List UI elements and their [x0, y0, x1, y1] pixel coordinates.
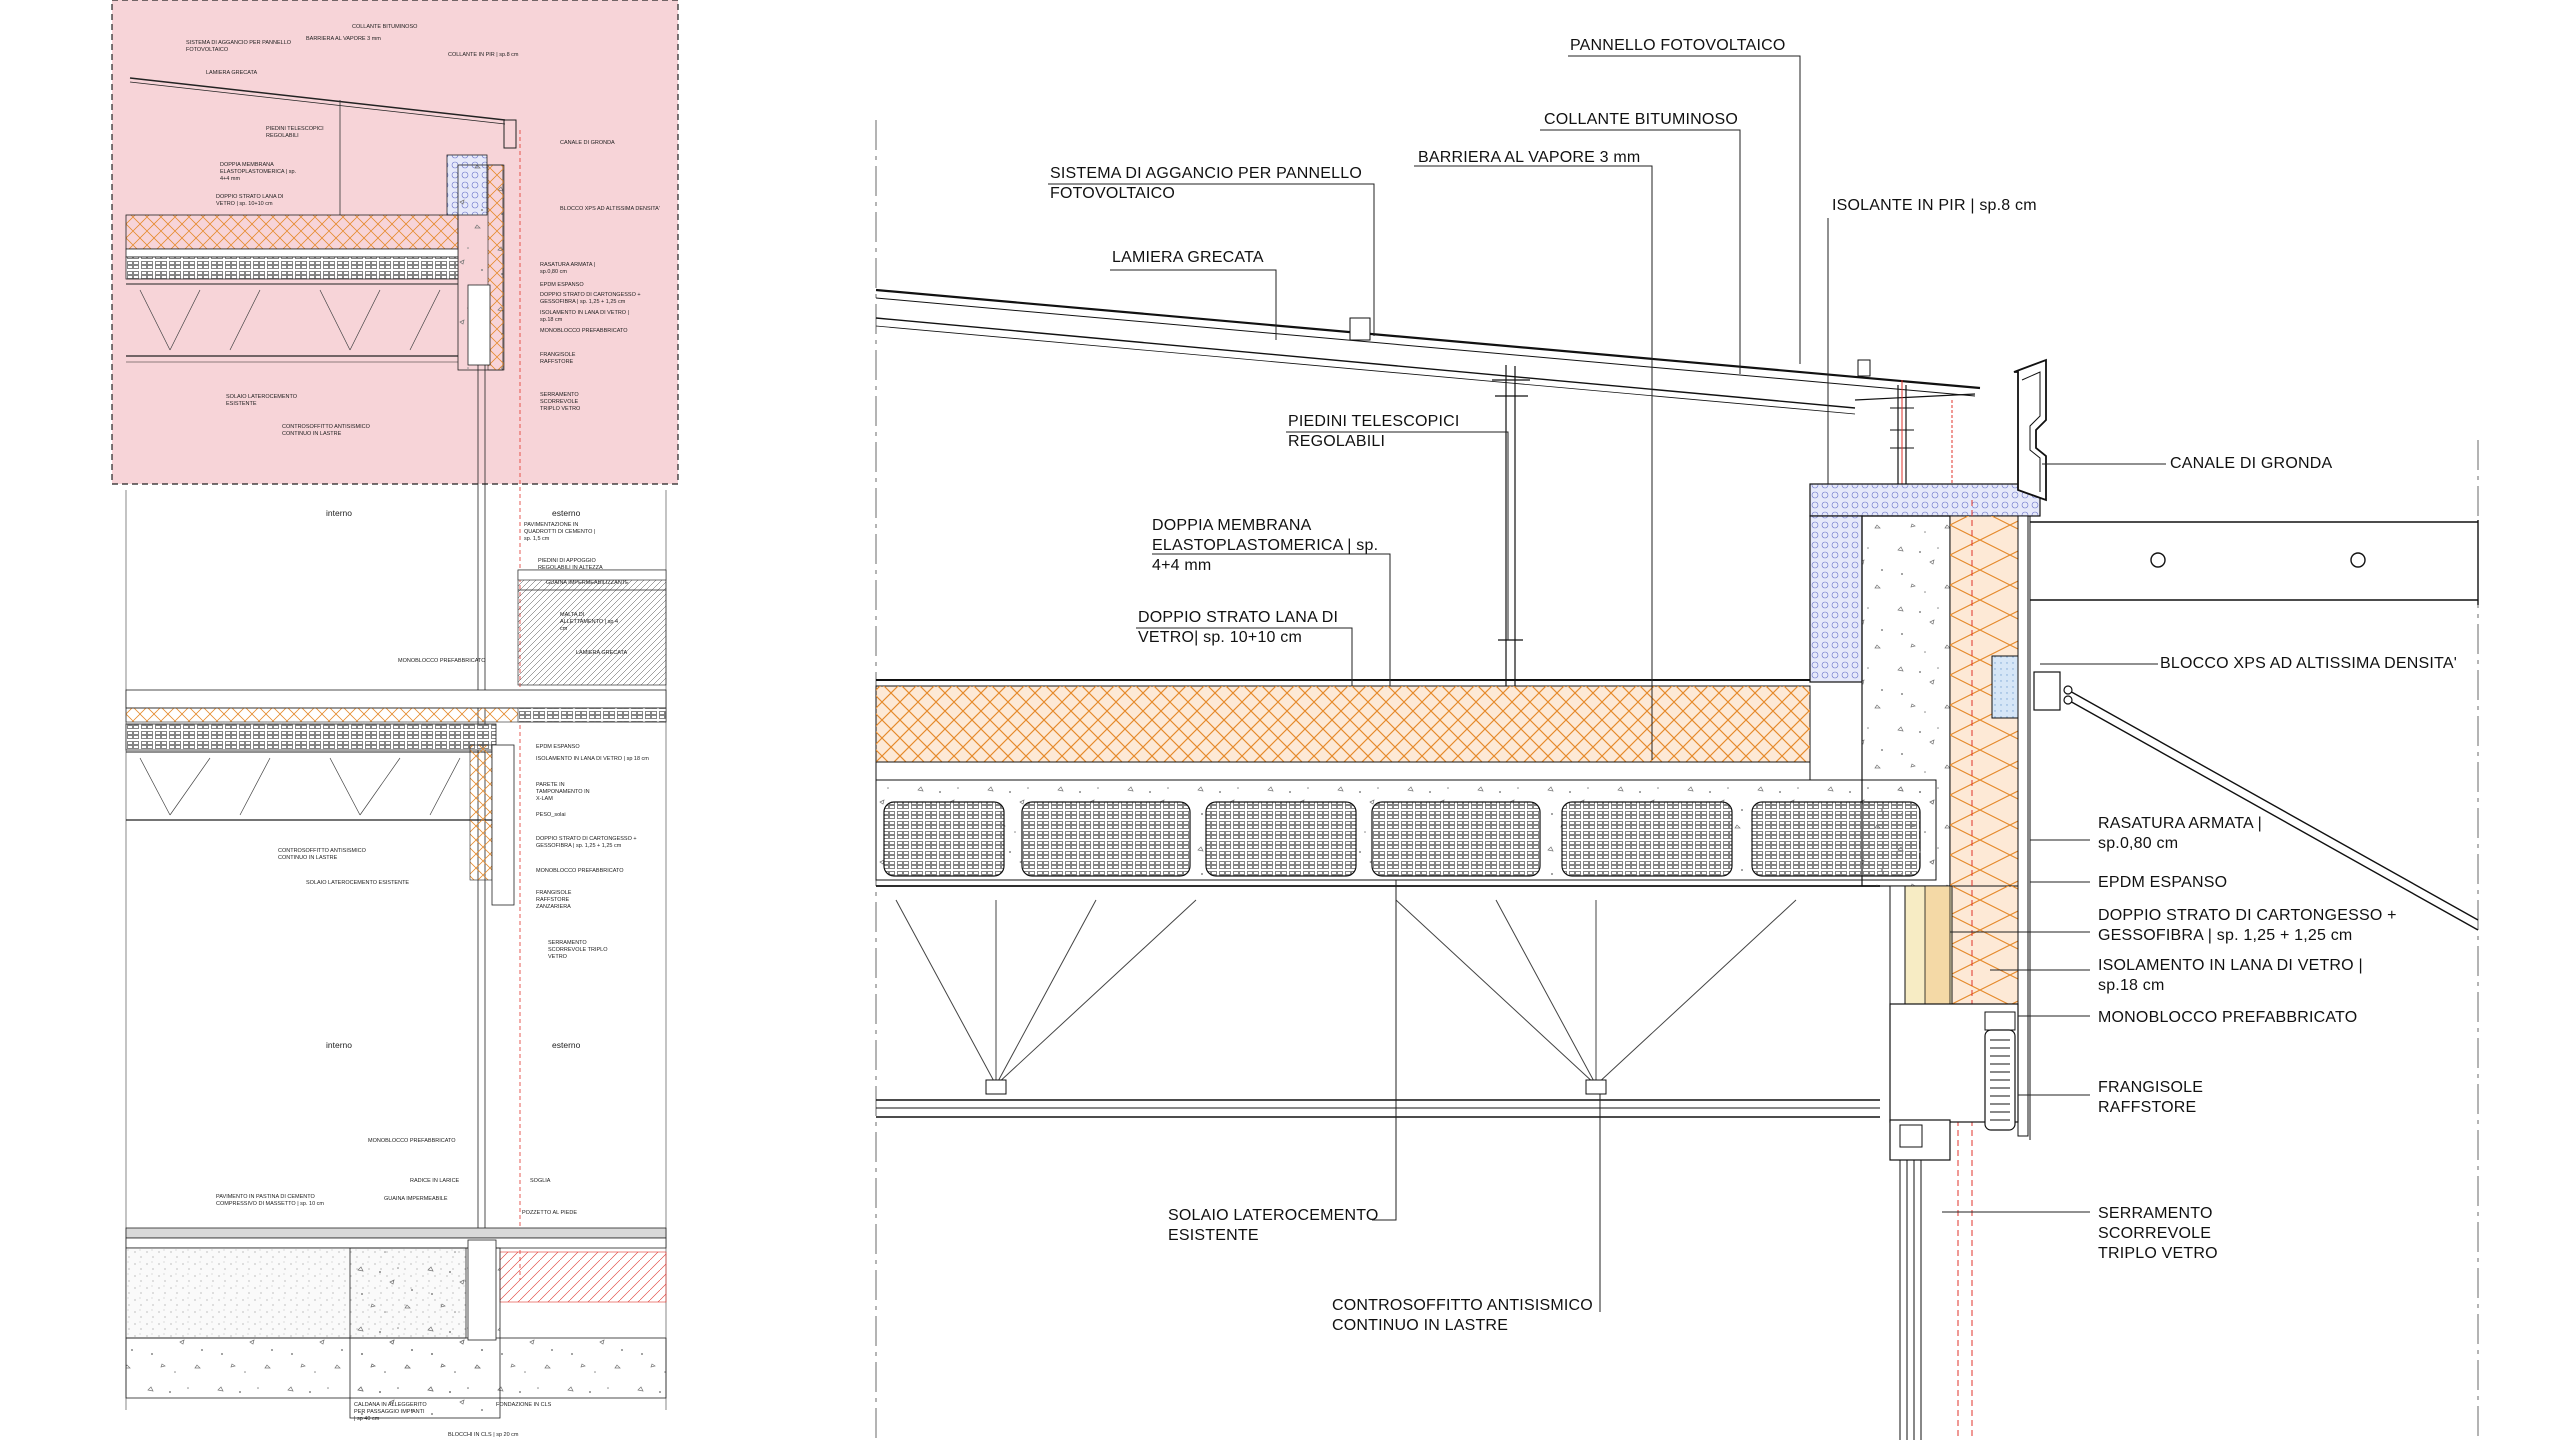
section-label-monoblocco-2: MONOBLOCCO PREFABBRICATO [536, 868, 624, 874]
label-pannello-fotovoltaico: PANNELLO FOTOVOLTAICO [1570, 37, 1786, 54]
section-label-solaio: SOLAIO LATEROCEMENTO ESISTENTE [306, 880, 410, 886]
label-doppia-membrana: DOPPIA MEMBRANA ELASTOPLASTOMERICA | sp.… [1152, 517, 1379, 574]
main-detail-drawing [875, 55, 2479, 1440]
mini-label-lana: DOPPIO STRATO LANA DI VETRO | sp. 10+10 … [216, 194, 284, 207]
mini-label-monoblocco: MONOBLOCCO PREFABBRICATO [540, 328, 628, 334]
label-isolamento-lana: ISOLAMENTO IN LANA DI VETRO | sp.18 cm [2098, 957, 2363, 994]
label-barriera-vapore: BARRIERA AL VAPORE 3 mm [1418, 149, 1641, 166]
section-label-controsoffitto: CONTROSOFFITTO ANTISISMICO CONTINUO IN L… [278, 848, 366, 861]
section-label-monoblocco-1: MONOBLOCCO PREFABBRICATO [398, 658, 486, 664]
mini-label-canale: CANALE DI GRONDA [560, 140, 615, 146]
label-blocco-xps: BLOCCO XPS AD ALTISSIMA DENSITA' [2160, 655, 2457, 672]
label-serramento: SERRAMENTO SCORREVOLE TRIPLO VETRO [2098, 1205, 2218, 1262]
section-label-isolamento: ISOLAMENTO IN LANA DI VETRO | sp 18 cm [536, 756, 649, 762]
section-label-cartongesso: DOPPIO STRATO DI CARTONGESSO + GESSOFIBR… [536, 836, 637, 849]
mini-label-epdm: EPDM ESPANSO [540, 282, 584, 288]
section-label-lamiera: LAMIERA GRECATA [576, 650, 628, 656]
section-label-serramento: SERRAMENTO SCORREVOLE TRIPLO VETRO [548, 940, 608, 960]
label-rasatura-armata: RASATURA ARMATA | sp.0,80 cm [2098, 815, 2263, 852]
section-label-blocchi: BLOCCHI IN CLS | sp 20 cm [448, 1432, 519, 1438]
label-frangisole: FRANGISOLE RAFFSTORE [2098, 1079, 2204, 1116]
section-label-interno-2: interno [326, 1040, 352, 1050]
label-epdm-espanso: EPDM ESPANSO [2098, 874, 2228, 891]
mini-label-solaio: SOLAIO LATEROCEMENTO ESISTENTE [226, 394, 298, 407]
label-canale-gronda: CANALE DI GRONDA [2170, 455, 2333, 472]
mini-label-piedini: PIEDINI TELESCOPICI REGOLABILI [266, 126, 324, 139]
mini-label-lamiera: LAMIERA GRECATA [206, 70, 258, 76]
section-label-frangisole: FRANGISOLE RAFFSTORE ZANZARIERA [536, 890, 572, 910]
mini-label-frangisole: FRANGISOLE RAFFSTORE [540, 352, 576, 365]
section-label-pavimento: PAVIMENTO IN PASTINA DI CEMENTO COMPRESS… [216, 1194, 324, 1207]
leader-lines [1048, 55, 2166, 1312]
section-label-fondazione: FONDAZIONE IN CLS [496, 1402, 552, 1408]
mini-label-controsoffitto: CONTROSOFFITTO ANTISISMICO CONTINUO IN L… [282, 424, 370, 437]
mini-label-serramento: SERRAMENTO SCORREVOLE TRIPLO VETRO [540, 392, 581, 412]
label-collante-bituminoso: COLLANTE BITUMINOSO [1544, 111, 1739, 128]
mini-label-sistema-aggancio: SISTEMA DI AGGANCIO PER PANNELLO FOTOVOL… [186, 40, 292, 53]
label-solaio-laterocemento: SOLAIO LATEROCEMENTO ESISTENTE [1168, 1207, 1379, 1244]
mini-label-xps: BLOCCO XPS AD ALTISSIMA DENSITA' [560, 206, 660, 212]
label-piedini-telescopici: PIEDINI TELESCOPICI REGOLABILI [1288, 413, 1460, 450]
label-lamiera-grecata: LAMIERA GRECATA [1112, 249, 1264, 266]
mini-label-cartongesso: DOPPIO STRATO DI CARTONGESSO + GESSOFIBR… [540, 292, 641, 305]
section-label-caldana: CALDANA IN ALLEGGERITO PER PASSAGGIO IMP… [354, 1402, 427, 1422]
left-section-drawing [111, 0, 679, 1419]
label-isolante-pir: ISOLANTE IN PIR | sp.8 cm [1832, 197, 2037, 214]
mini-label-rasatura: RASATURA ARMATA | sp.0,80 cm [540, 262, 596, 275]
section-label-interno-1: interno [326, 508, 352, 518]
mini-label-membrana: DOPPIA MEMBRANA ELASTOPLASTOMERICA | sp.… [220, 162, 297, 182]
label-monoblocco: MONOBLOCCO PREFABBRICATO [2098, 1009, 2358, 1026]
section-label-soglia: SOGLIA [530, 1178, 551, 1184]
label-sistema-aggancio: SISTEMA DI AGGANCIO PER PANNELLO FOTOVOL… [1050, 165, 1362, 202]
section-label-guaina-imp: GUAINA IMPERMEABILE [384, 1196, 448, 1202]
section-label-epdm: EPDM ESPANSO [536, 744, 580, 750]
section-label-pavimentazione: PAVIMENTAZIONE IN QUADROTTI DI CEMENTO |… [524, 522, 596, 542]
mini-label-isolamento: ISOLAMENTO IN LANA DI VETRO | sp.18 cm [540, 310, 630, 323]
section-label-esterno-1: esterno [552, 508, 581, 518]
section-label-peso-solai: PESO_solai [536, 812, 566, 818]
section-label-radice: RADICE IN LARICE [410, 1178, 460, 1184]
section-label-parete-xlam: PARETE IN TAMPONAMENTO IN X-LAM [536, 782, 590, 802]
section-label-guaina: GUAINA IMPERMEABILIZZANTE [546, 580, 629, 586]
mini-label-collante-pir: COLLANTE IN PIR | sp.8 cm [448, 52, 519, 58]
section-label-pozzetto: POZZETTO AL PIEDE [522, 1210, 578, 1216]
mini-label-collante: COLLANTE BITUMINOSO [352, 24, 418, 30]
hollow-blocks [883, 801, 1921, 877]
mini-label-barriera: BARRIERA AL VAPORE 3 mm [306, 36, 381, 42]
section-label-piedini-appoggio: PIEDINI DI APPOGGIO REGOLABILI IN ALTEZZ… [538, 558, 603, 571]
section-label-monoblocco-3: MONOBLOCCO PREFABBRICATO [368, 1138, 456, 1144]
section-label-esterno-2: esterno [552, 1040, 581, 1050]
section-label-malta: MALTA DI ALLETTAMENTO | sp 4 cm [560, 612, 619, 632]
label-controsoffitto: CONTROSOFFITTO ANTISISMICO CONTINUO IN L… [1332, 1297, 1593, 1334]
label-doppio-strato-lana: DOPPIO STRATO LANA DI VETRO| sp. 10+10 c… [1138, 609, 1339, 646]
label-doppio-strato-cartongesso: DOPPIO STRATO DI CARTONGESSO + GESSOFIBR… [2098, 907, 2397, 944]
